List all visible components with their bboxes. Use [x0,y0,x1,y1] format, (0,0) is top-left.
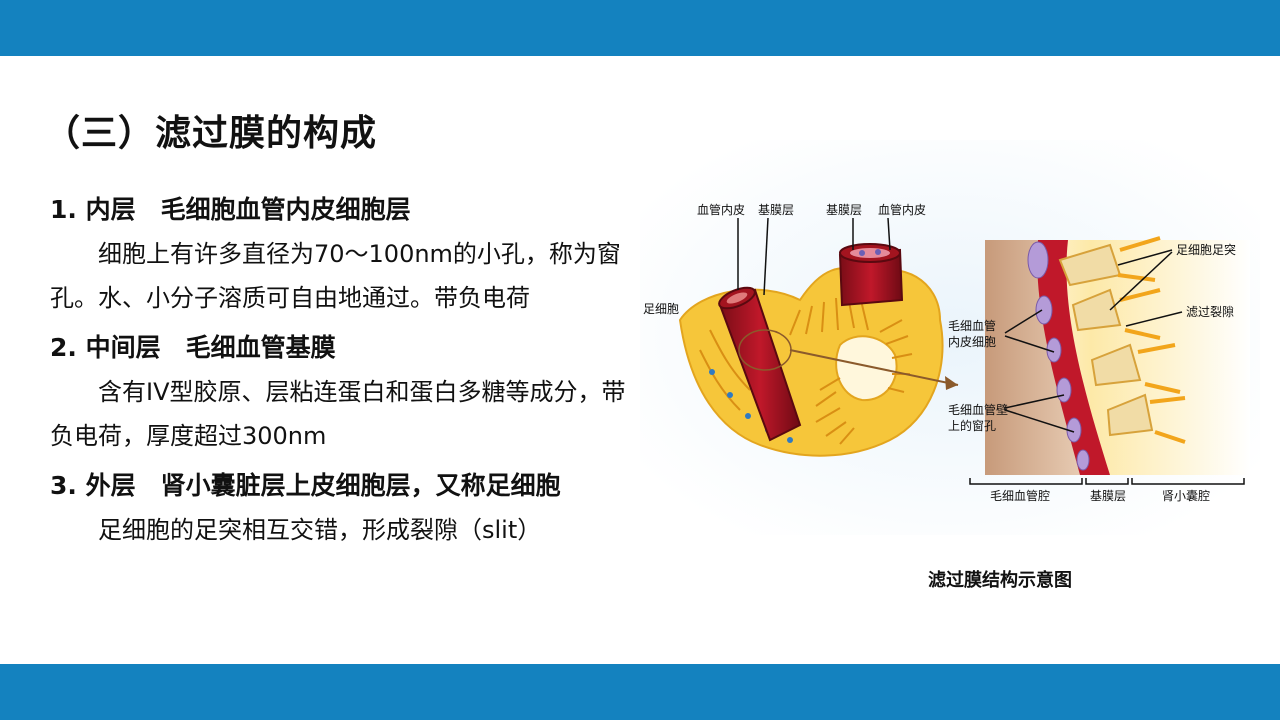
section-2-text: 含有IV型胶原、层粘连蛋白和蛋白多糖等成分，带负电荷，厚度超过300nm [50,378,626,450]
basement-membrane-band [1037,240,1110,475]
label-podocyte: 足细胞 [643,302,679,316]
label-foot-process: 足细胞足突 [1176,242,1236,257]
left-leader-lines [737,217,891,296]
top-banner [0,0,1280,56]
label-filtration-slit: 滤过裂隙 [1186,305,1234,319]
label-cap-endothelium-2: 内皮细胞 [948,335,996,349]
label-capillary-lumen: 毛细血管腔 [990,488,1050,503]
label-mid-basement: 基膜层 [826,203,862,217]
section-3-heading: 3. 外层 肾小囊脏层上皮细胞层，又称足细胞 [50,471,561,500]
figure-caption: 滤过膜结构示意图 [928,570,1072,591]
endothelium-cells [1027,241,1090,471]
label-mid-endothelium: 血管内皮 [878,202,926,217]
label-capsule-space: 肾小囊腔 [1162,488,1210,503]
capillary-right [838,243,904,307]
label-basement-bottom: 基膜层 [1090,489,1126,503]
bottom-banner [0,664,1280,720]
section-1-text: 细胞上有许多直径为70～100nm的小孔，称为窗孔。水、小分子溶质可自由地通过。… [50,240,621,312]
section-2-heading: 2. 中间层 毛细血管基膜 [50,333,336,362]
section-1-heading: 1. 内层 毛细胞血管内皮细胞层 [50,195,411,224]
glomerulus-illustration [678,243,959,457]
content-block: 1. 内层 毛细胞血管内皮细胞层 细胞上有许多直径为70～100nm的小孔，称为… [50,188,630,552]
page-title: （三）滤过膜的构成 [44,113,378,154]
right-leader-lines [1004,249,1183,433]
label-fenestra-2: 上的窗孔 [948,418,996,433]
label-cap-endothelium-1: 毛细血管 [948,318,996,333]
podocyte-flares [1117,236,1186,444]
filtration-membrane-diagram: 血管内皮 基膜层 基膜层 血管内皮 足细胞 足细胞足突 滤过裂隙 毛细血管 内皮… [640,140,1260,535]
capillary-left [718,286,802,442]
zoom-arrow [789,349,959,386]
podocyte-lumen [835,335,898,402]
foot-process-shapes [1058,243,1154,437]
zoom-arrowhead [945,376,958,390]
label-left-endothelium: 血管内皮 [697,202,745,217]
magnified-section [985,236,1250,475]
section-3-text: 足细胞的足突相互交错，形成裂隙（slit） [98,516,542,544]
diagram-svg: 血管内皮 基膜层 基膜层 血管内皮 足细胞 足细胞足突 滤过裂隙 毛细血管 内皮… [640,140,1260,535]
bottom-brackets [969,478,1245,485]
label-fenestra-1: 毛细血管壁 [948,402,1008,417]
capillary-lumen-area [985,240,1085,475]
label-left-basement: 基膜层 [758,203,794,217]
